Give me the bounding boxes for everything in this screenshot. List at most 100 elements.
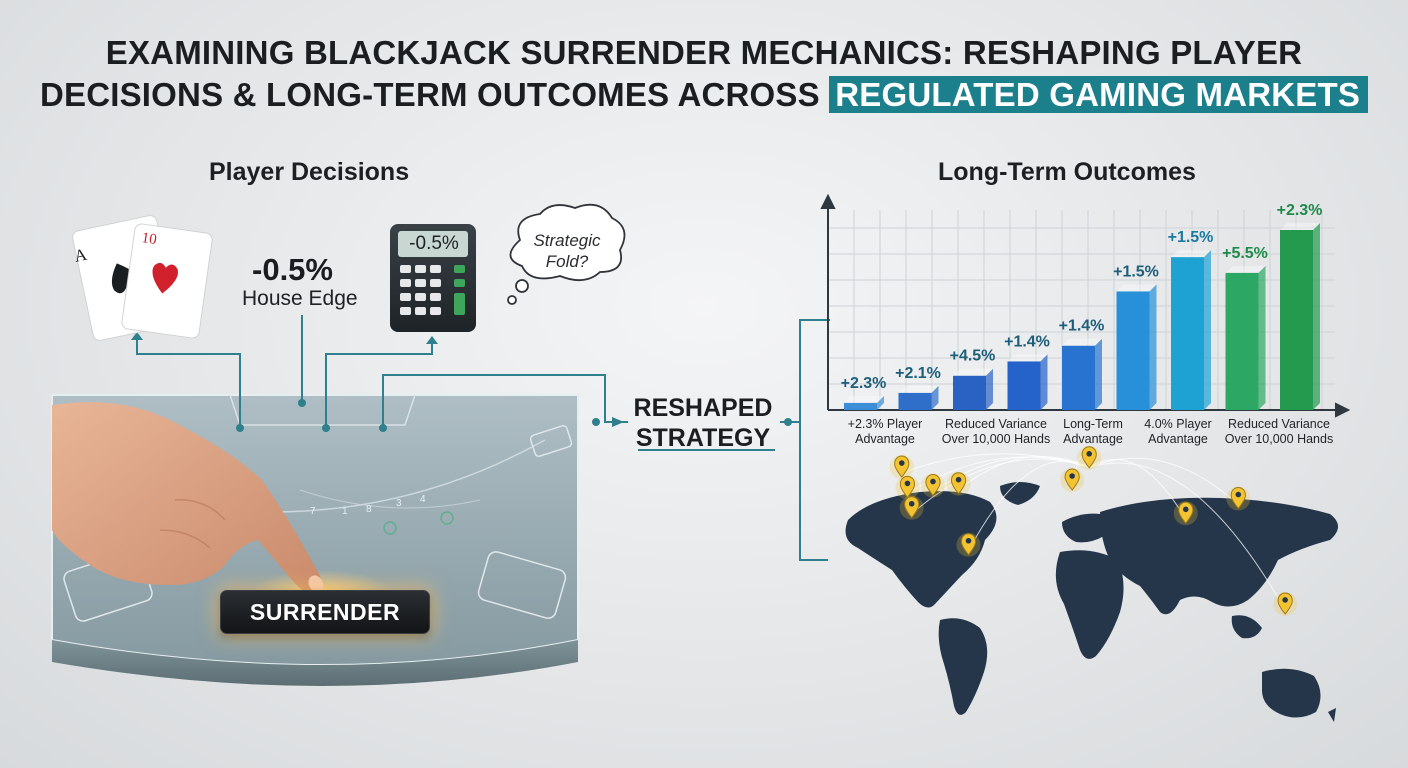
thought-line-2: Fold? (545, 252, 589, 271)
chart-bar-top (1280, 223, 1320, 230)
map-route (1089, 462, 1286, 611)
chart-data-label: +1.4% (1004, 333, 1050, 350)
chart-x-category-line: Over 10,000 Hands (941, 432, 1051, 446)
chart-bar (1171, 257, 1204, 410)
reshaped-line-2: STRATEGY (635, 424, 771, 452)
svg-text:A: A (72, 245, 89, 266)
chart-bar (1062, 345, 1095, 410)
card-ten-of-hearts: 10 (121, 223, 213, 339)
world-map (845, 482, 1338, 722)
chart-data-label: +1.5% (1168, 229, 1214, 246)
svg-text:3: 3 (396, 498, 402, 509)
chart-bar-top (1007, 354, 1048, 362)
map-pin-icon (950, 472, 967, 495)
calculator-display: -0.5% (409, 233, 459, 254)
chart-bars: +2.3%+2.1%+4.5%+1.4%+1.4%+1.5%+1.5%+5.5%… (841, 202, 1323, 410)
chart-bar-side (1313, 223, 1320, 410)
chart-data-label: +2.3% (841, 375, 887, 392)
svg-text:1: 1 (342, 506, 348, 517)
title-highlight: REGULATED GAMING MARKETS (829, 76, 1369, 113)
table-markings: 7 1 8 3 4 (310, 494, 426, 517)
map-route (901, 453, 1090, 474)
chart-bar-side (986, 368, 993, 410)
chart-bar-side (1095, 338, 1102, 410)
map-pin-center (898, 460, 905, 466)
map-pin-icon (960, 533, 977, 556)
chart-data-label: +2.3% (1277, 202, 1323, 219)
svg-text:8: 8 (366, 504, 372, 515)
chart-bar-side (1258, 265, 1266, 410)
svg-text:7: 7 (310, 506, 316, 517)
map-pin-center (1235, 491, 1242, 498)
thought-line-1: Strategic (533, 231, 601, 250)
map-route (1089, 457, 1239, 505)
map-pin-center (1086, 451, 1092, 457)
chart-bar (898, 392, 932, 410)
map-pin-center (965, 537, 972, 544)
chart-x-category-line: Over 10,000 Hands (1224, 432, 1334, 446)
chart-bar-top (953, 368, 993, 376)
long-term-outcomes-heading: Long-Term Outcomes (938, 158, 1196, 186)
infographic-title: EXAMINING BLACKJACK SURRENDER MECHANICS:… (0, 32, 1408, 116)
map-pin-icon (894, 455, 910, 478)
pointing-hand (52, 402, 324, 595)
connector-dots (131, 332, 792, 432)
calculator (390, 224, 476, 332)
chart-data-label: +1.4% (1059, 318, 1105, 335)
chart-x-category-line: +2.3% Player (847, 417, 923, 431)
title-line-2-plain: DECISIONS & LONG-TERM OUTCOMES ACROSS (39, 76, 820, 113)
map-pin-icon (1230, 487, 1246, 510)
map-pin-center (908, 500, 915, 507)
map-pin-icon (1081, 446, 1097, 469)
chart-x-category-line: Advantage (855, 432, 915, 446)
chart-bar-top (1062, 338, 1102, 346)
chart-bar-top (844, 395, 884, 403)
thought-bubble-text: Strategic Fold? (514, 230, 620, 272)
chart-x-category-line: 4.0% Player (1144, 417, 1212, 431)
map-pin-center (1282, 597, 1288, 603)
chart-bar-side (1149, 284, 1157, 410)
svg-text:4: 4 (420, 494, 426, 505)
map-pin-icon (904, 496, 920, 519)
reshaped-line-1: RESHAPED (633, 394, 773, 422)
map-pin-icon (1277, 592, 1293, 615)
chart-bar (1280, 230, 1313, 410)
chart-bar-top (1225, 265, 1266, 273)
chart-x-category-line: Reduced Variance (1228, 417, 1330, 431)
chart-bar-side (877, 395, 884, 410)
chart-x-category-line: Advantage (1148, 432, 1208, 446)
chart-bar-side (1040, 354, 1048, 410)
map-route (968, 460, 1090, 551)
chart-bar-top (1171, 250, 1211, 258)
house-edge-value: -0.5% (252, 252, 333, 287)
surrender-button[interactable]: SURRENDER (220, 590, 430, 634)
map-pin-center (930, 478, 936, 485)
map-pins (889, 445, 1298, 616)
chart-bar (1007, 361, 1041, 410)
chart-bar-top (898, 385, 939, 393)
title-line-2: DECISIONS & LONG-TERM OUTCOMES ACROSS RE… (0, 74, 1408, 116)
map-pin-icon (1064, 468, 1080, 491)
house-edge-label: House Edge (242, 287, 358, 310)
map-pin-icon (925, 474, 941, 497)
chart-data-label: +2.1% (895, 365, 941, 382)
map-pin-center (904, 480, 911, 487)
map-pin-center (955, 476, 962, 483)
chart-bar-side (931, 385, 939, 410)
chart-bar-top (1116, 284, 1157, 292)
chart-x-category-line: Reduced Variance (945, 417, 1047, 431)
player-decisions-heading: Player Decisions (209, 158, 410, 186)
chart-bar (1225, 272, 1259, 410)
svg-text:10: 10 (141, 230, 158, 248)
map-pin-center (1069, 473, 1075, 479)
map-pin-icon (1178, 501, 1194, 525)
chart-bar (1116, 291, 1150, 410)
reshaped-strategy-label: RESHAPED STRATEGY (628, 393, 778, 453)
chart-data-label: +5.5% (1222, 245, 1268, 262)
